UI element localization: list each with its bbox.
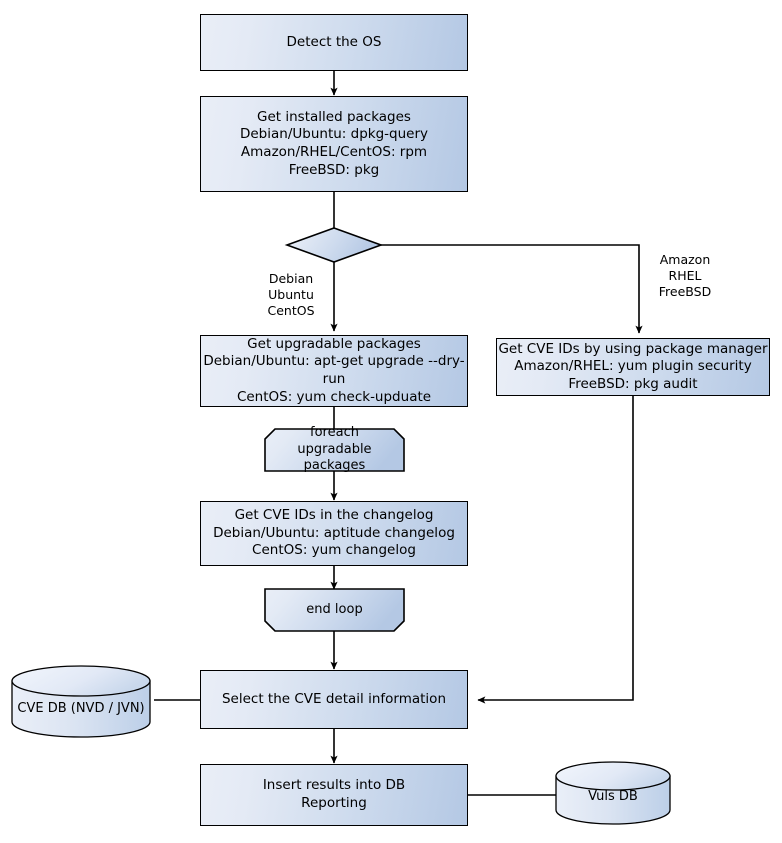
node-insert-results-into-db[interactable]: Insert results into DB Reporting xyxy=(200,764,468,826)
node-detect-the-os[interactable]: Detect the OS xyxy=(200,14,468,71)
edge-decision-right xyxy=(381,244,643,334)
node-cve-db[interactable]: CVE DB (NVD / JVN) xyxy=(12,666,150,737)
edge-label-right-branch: Amazon RHEL FreeBSD xyxy=(658,252,712,299)
node-os-decision-label[interactable] xyxy=(287,228,381,262)
node-get-cve-ids-by-package-manager[interactable]: Get CVE IDs by using package manager Ama… xyxy=(496,338,770,396)
node-foreach-loop-start[interactable]: foreach upgradable packages xyxy=(265,424,404,474)
vuls-db-label: Vuls DB xyxy=(588,789,638,804)
end-loop-label: end loop xyxy=(306,601,363,617)
edge-label-left-branch: Debian Ubuntu CentOS xyxy=(267,271,315,318)
node-get-cve-ids-in-changelog[interactable]: Get CVE IDs in the changelog Debian/Ubun… xyxy=(200,501,468,566)
node-get-installed-packages[interactable]: Get installed packages Debian/Ubuntu: dp… xyxy=(200,96,468,192)
node-select-cve-detail-information[interactable]: Select the CVE detail information xyxy=(200,670,468,729)
node-get-upgradable-packages[interactable]: Get upgradable packages Debian/Ubuntu: a… xyxy=(200,335,468,407)
foreach-loop-start-label: foreach upgradable packages xyxy=(297,424,372,474)
node-vuls-db[interactable]: Vuls DB xyxy=(556,762,670,824)
edge-pkgmanager-to-select xyxy=(477,396,634,704)
cve-db-label: CVE DB (NVD / JVN) xyxy=(17,701,145,716)
node-end-loop[interactable]: end loop xyxy=(265,589,404,631)
